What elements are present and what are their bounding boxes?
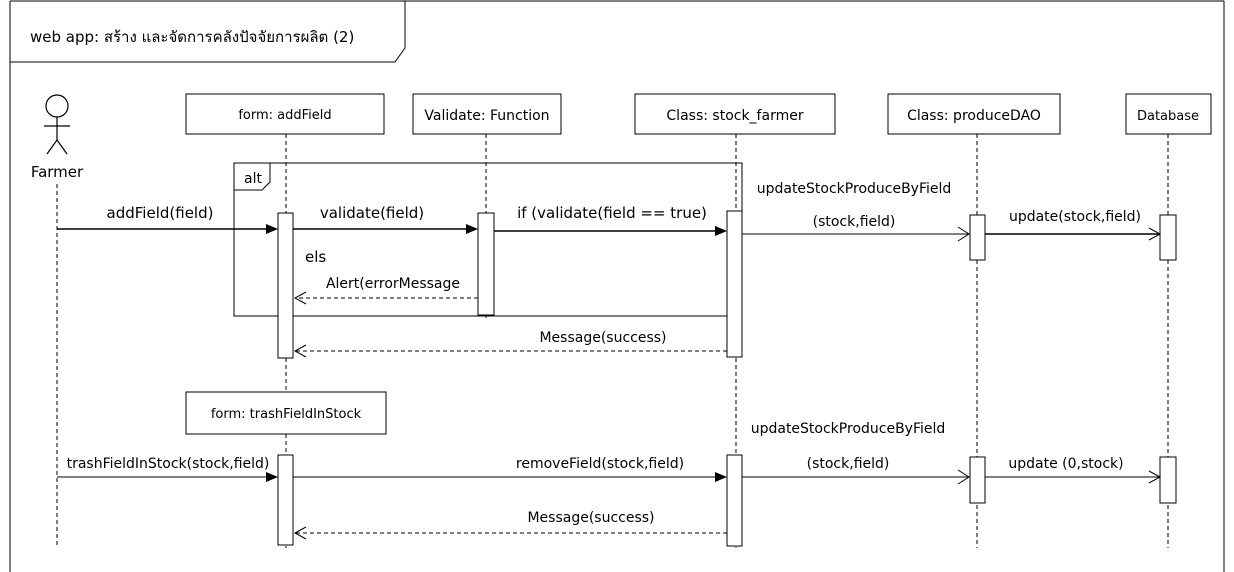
message-validate: validate(field) xyxy=(293,204,478,234)
participant-validate-function: Validate: Function xyxy=(412,93,562,135)
svg-text:trashFieldInStock(stock,field): trashFieldInStock(stock,field) xyxy=(67,456,270,472)
svg-text:addField(field): addField(field) xyxy=(107,204,214,222)
actor-head xyxy=(45,94,69,118)
message-success-1: Message(success) xyxy=(293,330,727,358)
message-removeField: removeField(stock,field) xyxy=(293,456,727,482)
svg-text:Message(success): Message(success) xyxy=(539,330,666,346)
activation-produceDAO-2 xyxy=(969,456,986,504)
svg-text:Class: produceDAO: Class: produceDAO xyxy=(907,108,1041,124)
svg-text:Alert(errorMessage: Alert(errorMessage xyxy=(326,276,460,292)
svg-text:form: addField: form: addField xyxy=(238,108,331,123)
activation-stock-farmer-2 xyxy=(726,454,743,547)
frame-title: web app: สร้าง และจัดการคลังปัจจัยการผลิ… xyxy=(30,28,354,46)
actor-label: Farmer xyxy=(31,163,84,181)
svg-text:validate(field): validate(field) xyxy=(320,204,424,222)
message-trashFieldInStock: trashFieldInStock(stock,field) xyxy=(57,456,278,482)
message-if-validate: if (validate(field == true) xyxy=(494,204,727,236)
actor-farmer: Farmer xyxy=(31,94,84,548)
activation-stock-farmer-1 xyxy=(726,210,743,358)
participant-database: Database xyxy=(1125,93,1212,135)
svg-text:if (validate(field == true): if (validate(field == true) xyxy=(517,204,707,222)
message-success-2: Message(success) xyxy=(293,510,727,540)
diagram-frame: web app: สร้าง และจัดการคลังปัจจัยการผลิ… xyxy=(9,0,1225,572)
message-alert-error: Alert(errorMessage xyxy=(293,276,478,305)
message-update-1: update(stock,field) xyxy=(985,209,1162,241)
message-addField: addField(field) xyxy=(57,204,278,234)
activation-produceDAO-1 xyxy=(969,214,986,261)
svg-text:Message(success): Message(success) xyxy=(527,510,654,526)
svg-text:updateStockProduceByField: updateStockProduceByField xyxy=(757,181,952,197)
svg-text:(stock,field): (stock,field) xyxy=(807,456,890,472)
svg-text:Database: Database xyxy=(1137,109,1199,124)
participant-form-addField: form: addField xyxy=(185,93,385,135)
participant-produceDAO: Class: produceDAO xyxy=(887,93,1061,135)
participant-stock-farmer: Class: stock_farmer xyxy=(634,93,836,135)
svg-text:Class: stock_farmer: Class: stock_farmer xyxy=(666,108,803,124)
message-updateStockProduceByField-1: updateStockProduceByField (stock,field) xyxy=(742,181,970,242)
svg-text:update (0,stock): update (0,stock) xyxy=(1008,456,1123,472)
alt-operator-label: alt xyxy=(244,171,262,187)
activation-validate xyxy=(477,212,495,316)
frame-title-tab xyxy=(10,1,406,63)
message-updateStockProduceByField-2: updateStockProduceByField (stock,field) xyxy=(742,421,970,485)
svg-text:form: trashFieldInStock: form: trashFieldInStock xyxy=(211,407,362,422)
activation-database-1 xyxy=(1159,214,1177,261)
activation-addField xyxy=(277,212,294,359)
svg-text:Validate: Function: Validate: Function xyxy=(424,108,549,124)
activation-database-2 xyxy=(1159,456,1177,504)
svg-text:update(stock,field): update(stock,field) xyxy=(1009,209,1141,225)
svg-text:updateStockProduceByField: updateStockProduceByField xyxy=(751,421,946,437)
participant-form-trashFieldInStock: form: trashFieldInStock xyxy=(185,391,387,435)
message-update-2: update (0,stock) xyxy=(985,456,1162,484)
activation-trashField xyxy=(277,454,294,546)
svg-text:removeField(stock,field): removeField(stock,field) xyxy=(516,456,684,472)
svg-text:(stock,field): (stock,field) xyxy=(813,214,896,230)
else-label: els xyxy=(305,248,326,266)
